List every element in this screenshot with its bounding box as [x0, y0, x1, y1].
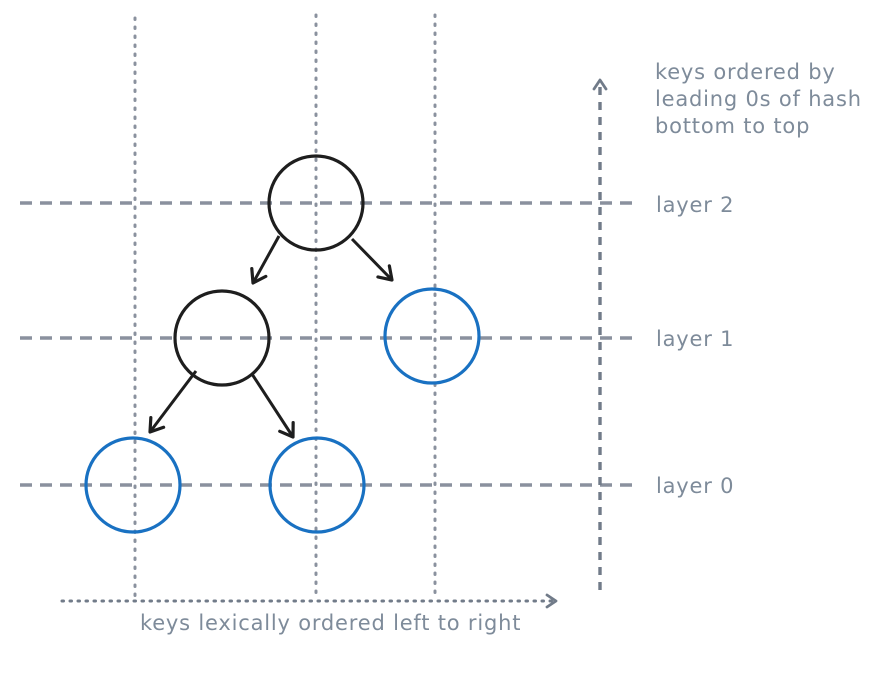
vertical-grid-lines	[133, 13, 437, 600]
y-axis-label-line-2: leading 0s of hash	[655, 87, 862, 111]
tree-node-layer0-left	[84, 436, 182, 534]
edge-layer1-left-to-layer0-right	[250, 373, 295, 439]
x-axis-label: keys lexically ordered left to right	[140, 611, 521, 635]
layer-labels: layer 2 layer 1 layer 0	[656, 193, 734, 498]
layer-1-label: layer 1	[656, 327, 734, 351]
tree-node-layer1-left	[173, 289, 271, 387]
tree-edges	[148, 235, 394, 439]
y-axis-label-line-1: keys ordered by	[655, 60, 836, 84]
tree-node-layer0-right	[268, 436, 366, 534]
tree-nodes	[84, 154, 481, 534]
edge-layer1-left-to-layer0-left	[148, 370, 198, 434]
tree-node-layer1-right	[383, 287, 481, 385]
tree-node-root	[267, 154, 365, 252]
layer-0-label: layer 0	[656, 474, 734, 498]
layer-grid-lines	[20, 201, 632, 487]
edge-root-to-layer1-right	[350, 237, 394, 282]
y-axis-label-line-3: bottom to top	[655, 114, 810, 138]
layer-2-label: layer 2	[656, 193, 734, 217]
edge-root-to-layer1-left	[250, 235, 281, 285]
y-axis-label: keys ordered by leading 0s of hash botto…	[655, 60, 862, 138]
